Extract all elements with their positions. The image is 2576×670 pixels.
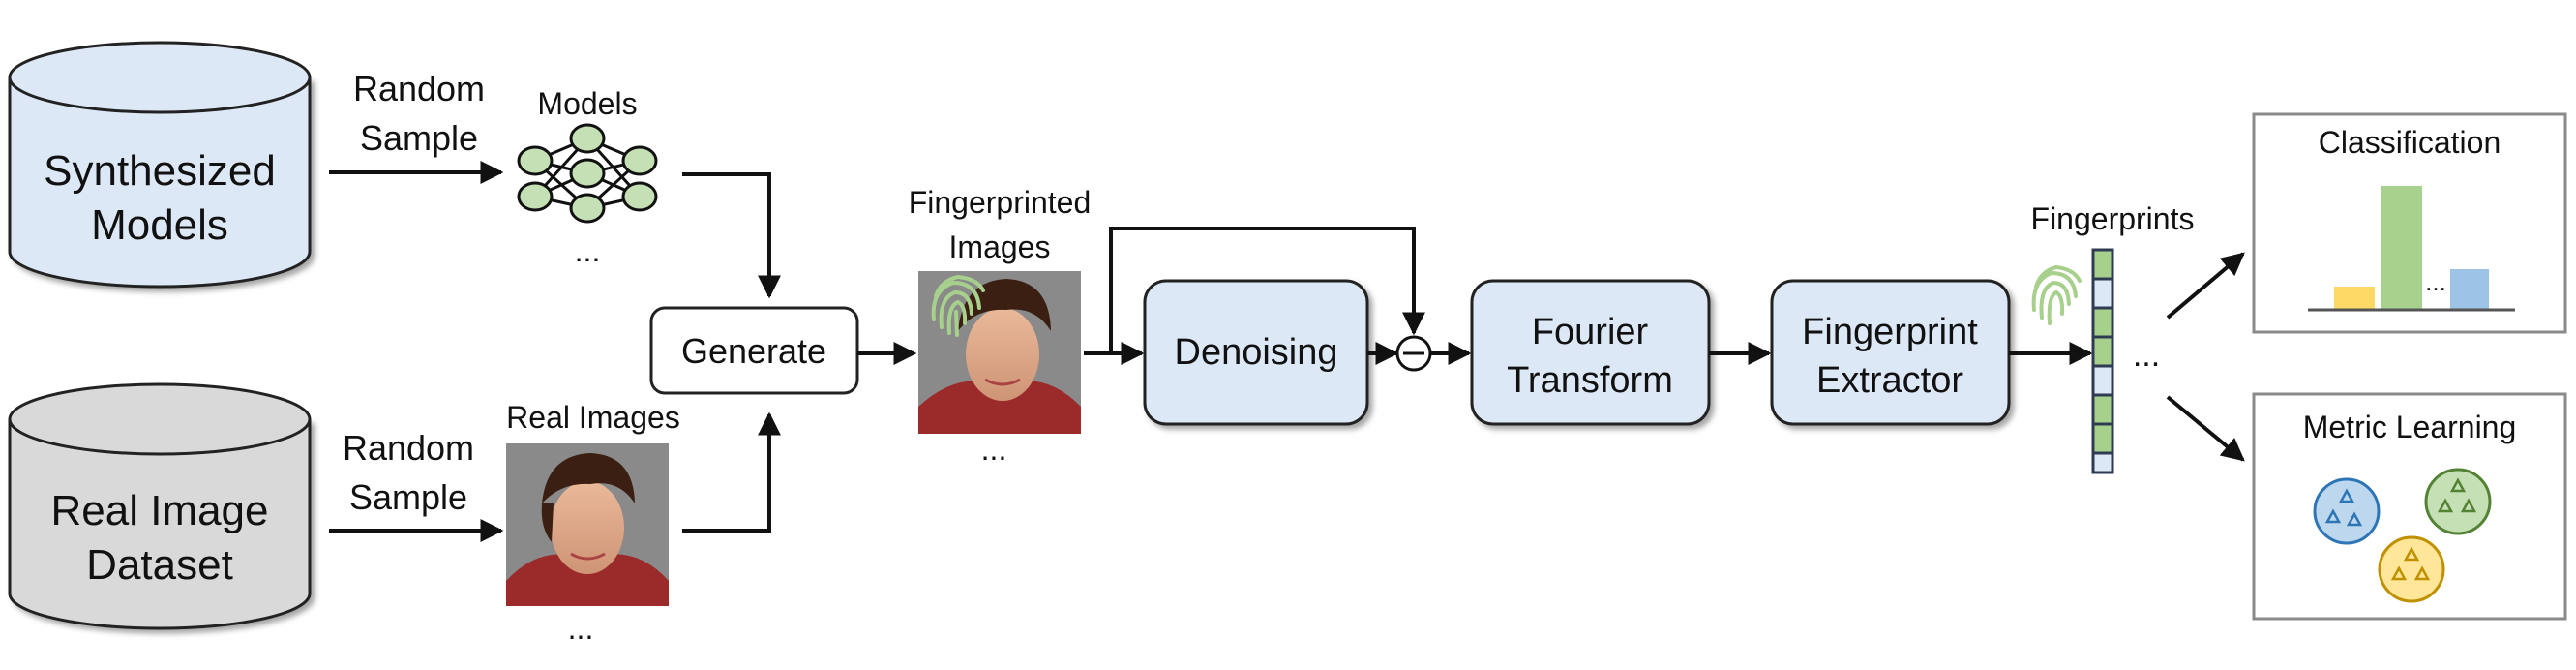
real-images-ellipsis: ...: [568, 611, 594, 646]
real-image-dataset-database: Real Image Dataset: [8, 382, 312, 630]
random-sample-top-label-1: Random: [353, 69, 485, 108]
random-sample-bottom-label-2: Sample: [349, 477, 467, 517]
arrow-to-metric-learning: [2166, 395, 2245, 462]
vector-ellipsis: ...: [2133, 337, 2160, 374]
fourier-label-1: Fourier: [1532, 312, 1649, 352]
fingerprint-small-icon: [2031, 264, 2082, 325]
arrow-images-to-generate: [682, 411, 781, 533]
real-dataset-label-2: Dataset: [86, 541, 233, 589]
synthesized-models-label-2: Models: [91, 201, 228, 249]
real-image-thumbnail: [506, 443, 669, 606]
cluster-green: [2424, 468, 2492, 535]
arrow-models-to-generate: [682, 172, 781, 299]
fingerprint-vector: [2091, 248, 2114, 474]
synthesized-models-database: Synthesized Models: [8, 41, 312, 289]
real-dataset-label-1: Real Image: [50, 487, 268, 534]
generate-label: Generate: [681, 331, 826, 371]
fingerprint-icon: [931, 274, 985, 337]
random-sample-top-label-2: Sample: [360, 118, 478, 158]
synthesized-models-label-1: Synthesized: [44, 147, 276, 195]
real-images-label: Real Images: [506, 400, 680, 435]
metric-learning-panel: Metric Learning: [2252, 392, 2567, 621]
fingerprinted-images-label-1: Fingerprinted: [909, 185, 1092, 220]
bar-green: [2381, 186, 2422, 309]
models-label: Models: [537, 86, 637, 121]
fingerprinted-ellipsis: ...: [981, 432, 1007, 467]
arrow-to-classification: [2166, 252, 2245, 320]
denoising-step: Denoising: [1143, 279, 1369, 426]
fingerprint-extractor-step: Fingerprint Extractor: [1770, 279, 2011, 426]
fingerprinted-images-label-2: Images: [949, 229, 1051, 264]
neural-network-icon: [517, 123, 658, 224]
generate-step: Generate: [649, 306, 859, 395]
classification-title: Classification: [2319, 125, 2501, 160]
cluster-yellow: [2378, 535, 2445, 603]
denoising-label: Denoising: [1175, 332, 1338, 373]
fingerprints-label: Fingerprints: [2031, 201, 2195, 236]
fingerprinted-image-thumbnail: [918, 271, 1081, 434]
fourier-label-2: Transform: [1507, 360, 1673, 401]
random-sample-bottom-label-1: Random: [343, 428, 474, 468]
extractor-label-1: Fingerprint: [1802, 312, 1978, 352]
classification-panel: Classification ...: [2252, 112, 2567, 334]
skip-connection-arrow: [1109, 227, 1425, 353]
bar-blue: [2450, 269, 2489, 309]
extractor-label-2: Extractor: [1816, 360, 1963, 401]
models-ellipsis: ...: [575, 233, 601, 268]
metric-learning-title: Metric Learning: [2303, 410, 2517, 444]
classification-ellipsis: ...: [2425, 267, 2446, 296]
subtract-operator: [1395, 335, 1432, 372]
fourier-transform-step: Fourier Transform: [1470, 279, 1711, 426]
cluster-blue: [2313, 477, 2381, 545]
bar-yellow: [2334, 287, 2375, 309]
